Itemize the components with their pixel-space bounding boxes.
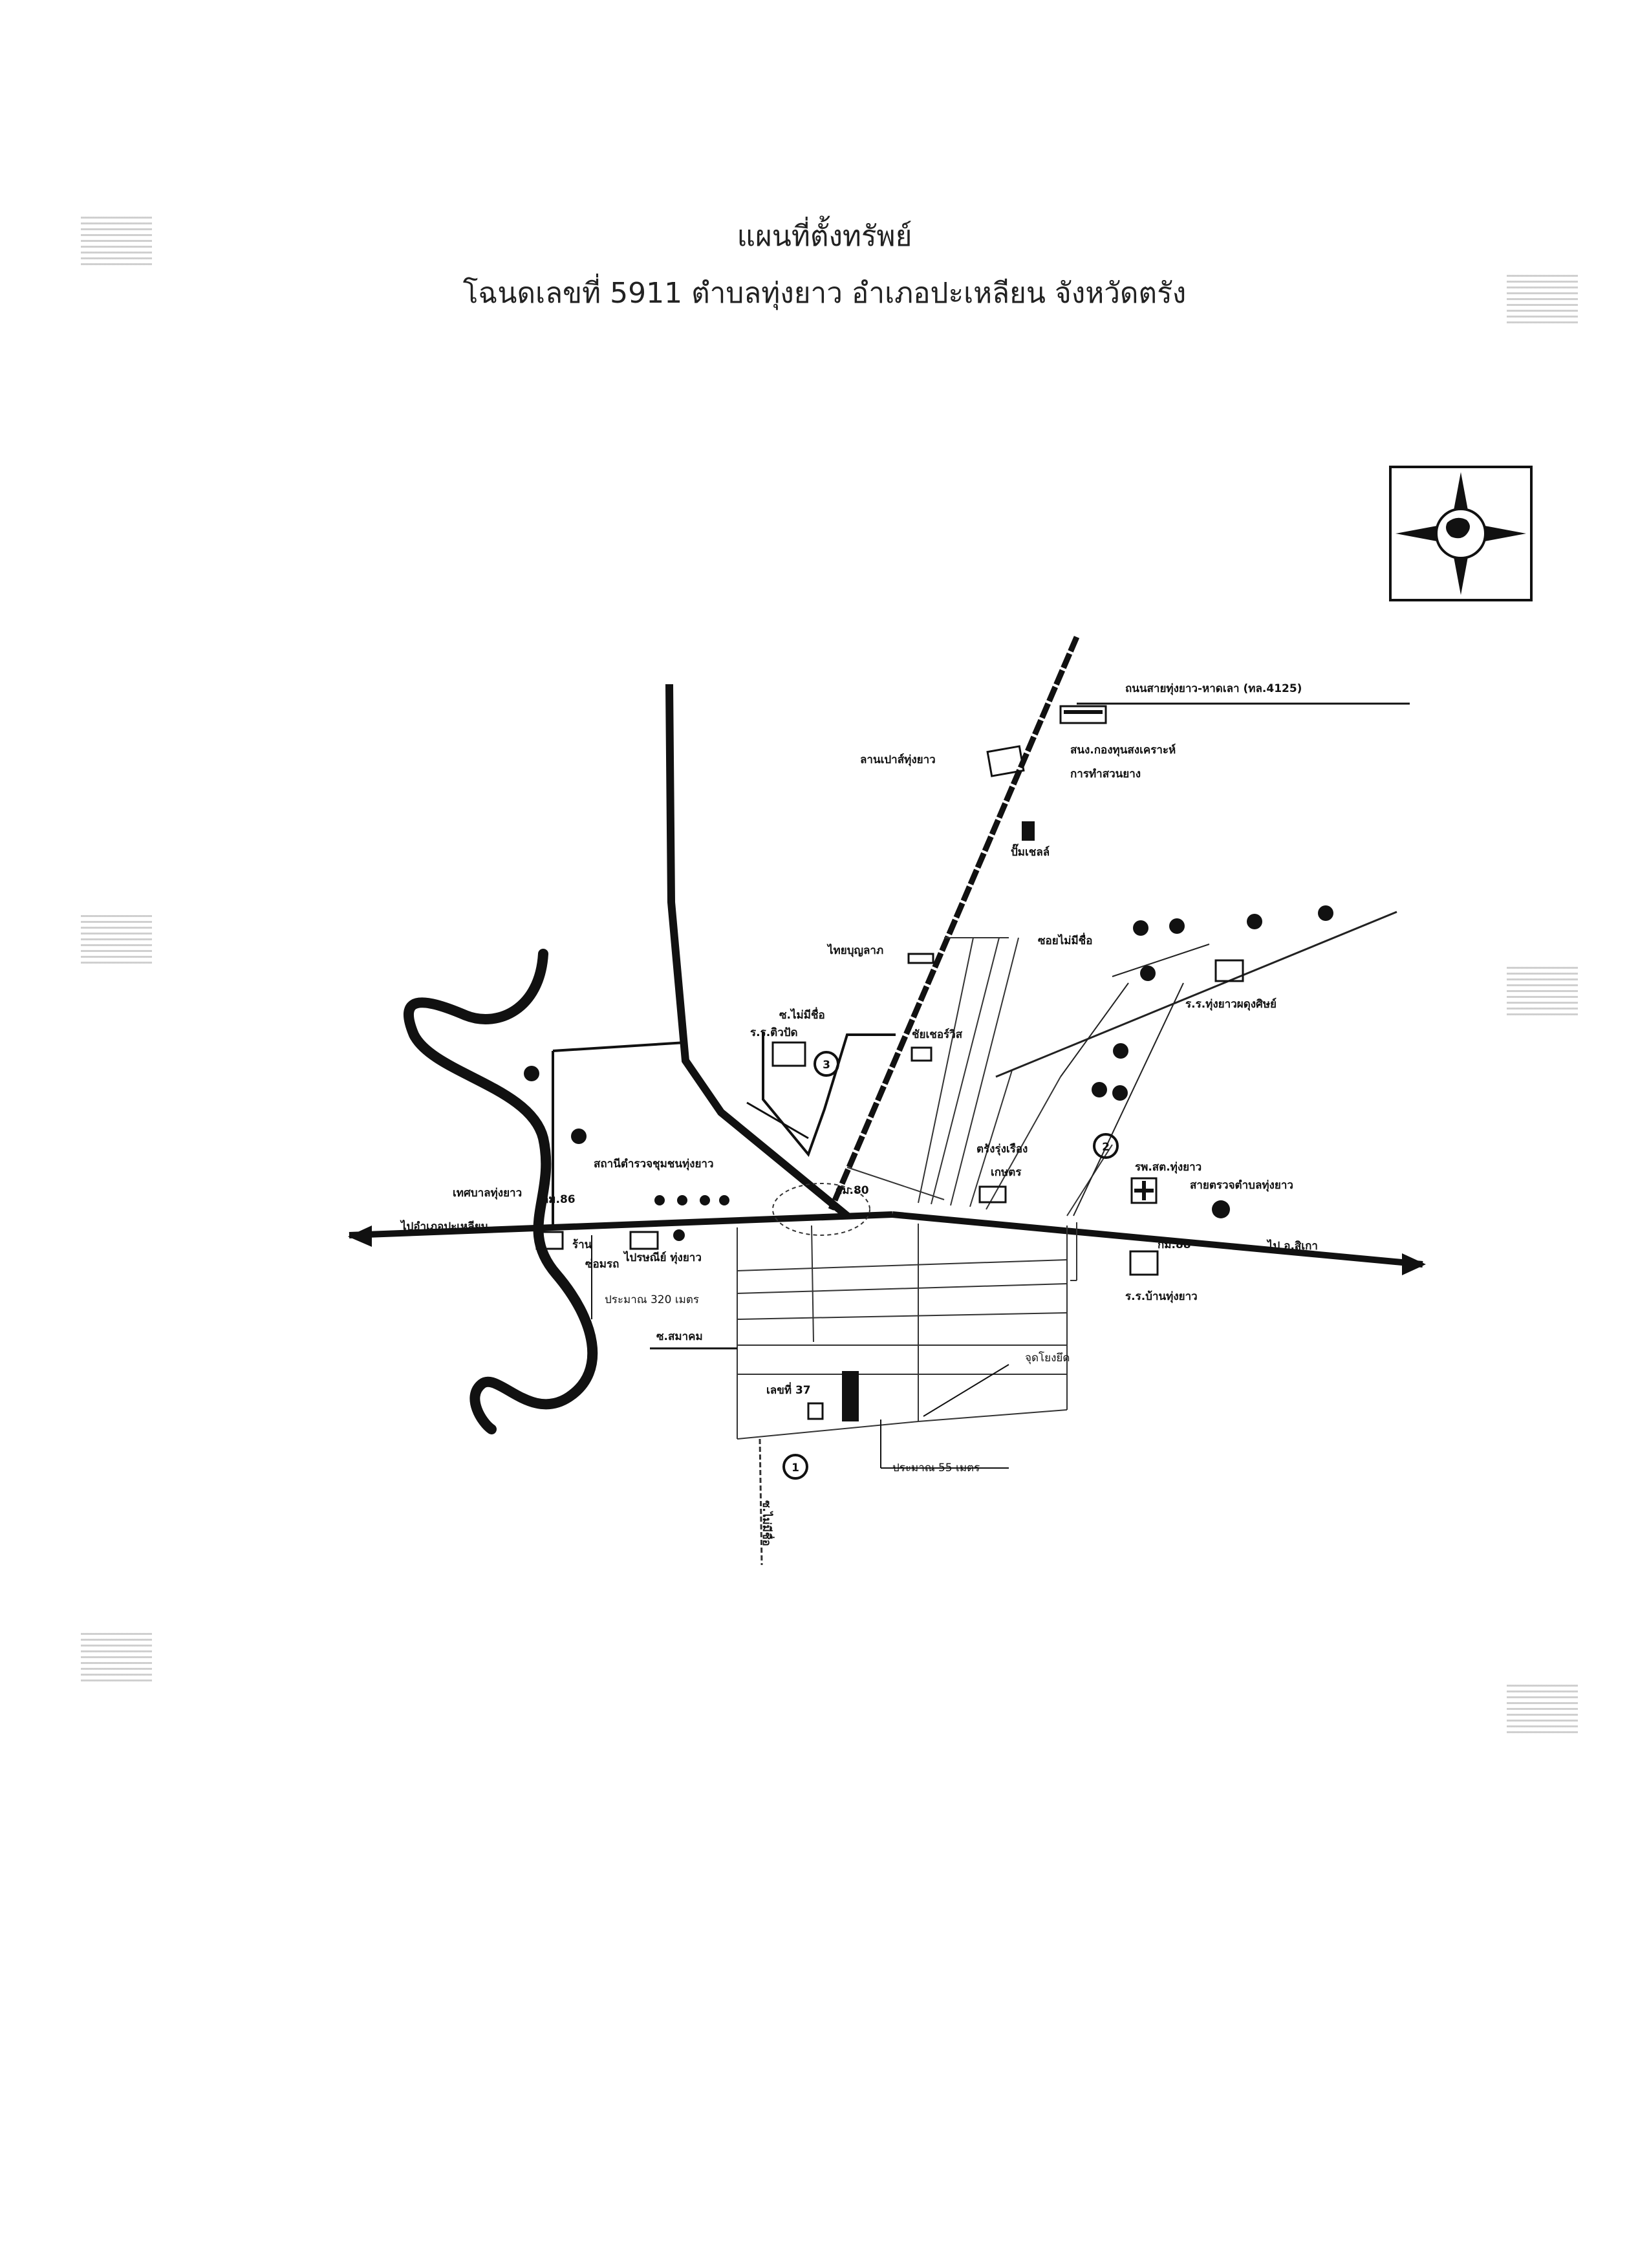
label-pharmacy: ชัยเชอร์วิส <box>912 1028 963 1041</box>
label-soi-no-name-east: ซอยไม่มีชื่อ <box>1038 933 1092 947</box>
svg-text:3: 3 <box>823 1059 830 1072</box>
soi-no-name-east <box>995 911 1397 1078</box>
label-soi-no-name-south: ซ.ไม่มีชื่อ <box>760 1500 775 1546</box>
parcel-lines-north <box>846 937 1113 1216</box>
soi-school-diag <box>746 1101 809 1139</box>
svg-text:2: 2 <box>1102 1141 1110 1154</box>
arrow-left-icon <box>348 1226 372 1247</box>
property-parcel <box>842 1371 859 1421</box>
building-icons <box>524 705 1333 1276</box>
label-km-80: กม.80 <box>835 1184 869 1197</box>
scan-mark <box>81 912 152 964</box>
main-road-left <box>349 1211 893 1238</box>
label-trang-rungruang-2: เกษตร <box>991 1166 1022 1179</box>
label-school-ban-thungyao: ร.ร.บ้านทุ่งยาว <box>1125 1290 1198 1303</box>
junction-circle <box>772 1183 870 1236</box>
label-rubber-yard: ลานเปาส์ทุ่งยาว <box>860 753 936 766</box>
soi-east-branch-3 <box>1112 944 1210 977</box>
label-post-office: ไปรษณีย์ ทุ่งยาว <box>623 1251 702 1264</box>
label-survey-point: จุดโยงยึด <box>1025 1351 1070 1365</box>
label-municipality: เทศบาลทุ่งยาว <box>453 1187 522 1200</box>
label-rubber-fund-office-2: การทำสวนยาง <box>1070 768 1141 781</box>
marker-3: 3 <box>814 1051 839 1077</box>
label-hospital: รพ.สต.ทุ่งยาว <box>1135 1161 1202 1174</box>
marker-2: 2 <box>1093 1133 1119 1159</box>
map-title: แผนที่ตั้งทรัพย์ <box>737 220 912 253</box>
label-property-number: เลขที่ 37 <box>766 1382 811 1397</box>
label-shop: ร้าน <box>572 1238 592 1251</box>
svg-text:1: 1 <box>792 1462 799 1474</box>
river <box>403 949 598 1434</box>
label-shop-2: ซ่อมรถ <box>585 1258 619 1271</box>
label-highway-4125: ถนนสายทุ่งยาว-หาดเลา (ทล.4125) <box>1125 682 1302 695</box>
soi-east-branch-2 <box>1073 982 1184 1216</box>
soi-east-branch <box>1060 982 1129 1077</box>
label-thai-bunyarat: ไทยบุญลาภ <box>826 944 883 957</box>
parcel-lines-south <box>737 1222 1077 1440</box>
label-school-thungyao-phadung: ร.ร.ทุ่งยาวผดุงศิษย์ <box>1185 997 1277 1011</box>
scan-mark <box>81 1630 152 1681</box>
soi-south <box>759 1438 763 1566</box>
arrow-right-icon <box>1402 1253 1426 1275</box>
label-trang-rungruang: ตรังรุ่งเรือง <box>976 1142 1028 1156</box>
label-km-86: กม.86 <box>542 1193 576 1206</box>
scan-mark <box>1507 964 1578 1015</box>
label-km-88: กม.88 <box>1158 1238 1191 1251</box>
survey-point-line <box>923 1364 1009 1417</box>
label-police-checkpoint: สายตรวจตำบลทุ่งยาว <box>1190 1179 1293 1192</box>
label-shell-pump: ปั๊มเชลล์ <box>1011 843 1050 859</box>
label-to-right: ไป อ.สิเกา <box>1266 1239 1318 1253</box>
label-dist-55: ประมาณ 55 เมตร <box>892 1462 980 1474</box>
marker-1: 1 <box>782 1454 808 1480</box>
label-soi-samakhom: ซ.สมาคม <box>656 1330 703 1343</box>
label-dist-320: ประมาณ 320 เมตร <box>605 1293 699 1306</box>
house-marker <box>807 1402 824 1420</box>
label-to-left: ไปอำเภอปะเหลียน <box>400 1220 489 1233</box>
label-police-station: สถานีตำรวจชุมชนทุ่งยาว <box>594 1157 714 1171</box>
road-to-hatlao <box>828 636 1080 1211</box>
main-road-right <box>892 1211 1423 1268</box>
road-thin-left <box>552 1041 686 1052</box>
scan-mark <box>1507 1681 1578 1733</box>
scan-mark <box>1507 272 1578 323</box>
compass-rose-icon <box>1389 466 1533 601</box>
scan-mark <box>81 213 152 265</box>
soi-no-name-school <box>762 1031 896 1157</box>
label-school-phuttipon: ร.ร.ติวปัด <box>750 1026 798 1039</box>
label-rubber-fund-office: สนง.กองทุนสงเคราะห์ <box>1070 743 1176 757</box>
road-northwest <box>665 684 850 1219</box>
label-soi-no-name: ซ.ไม่มีชื่อ <box>779 1007 825 1022</box>
map-subtitle: โฉนดเลขที่ 5911 ตำบลทุ่งยาว อำเภอปะเหลีย… <box>462 277 1187 310</box>
